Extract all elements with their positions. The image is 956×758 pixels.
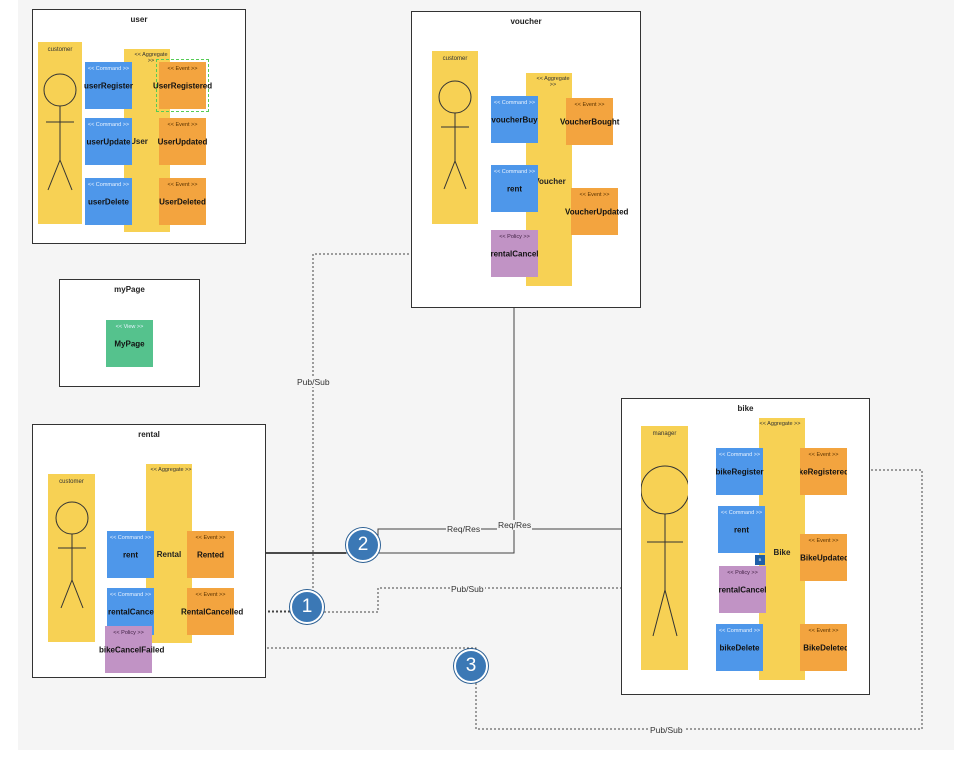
aggregate-bike[interactable]: << Aggregate >> Bike bbox=[759, 418, 805, 680]
context-title: voucher bbox=[510, 17, 542, 26]
edge-label-pubsub: Pub/Sub bbox=[649, 725, 684, 735]
edge-label-pubsub: Pub/Sub bbox=[296, 377, 331, 387]
command-voucher-rent[interactable]: << Command >> rent bbox=[491, 165, 538, 212]
person-icon bbox=[438, 80, 472, 190]
aggregate-name: Voucher bbox=[534, 177, 566, 186]
context-title: myPage bbox=[114, 285, 145, 294]
aggregate-name: Bike bbox=[773, 548, 791, 557]
actor-customer-rental[interactable]: customer bbox=[48, 474, 95, 642]
aggregate-stereotype: << Aggregate >> bbox=[759, 421, 801, 427]
actor-label: customer bbox=[59, 479, 84, 485]
command-bike-delete[interactable]: << Command >> bikeDelete bbox=[716, 624, 763, 671]
person-icon bbox=[641, 465, 688, 637]
command-bike-rent[interactable]: << Command >> rent bbox=[718, 506, 765, 553]
aggregate-name: User bbox=[130, 137, 148, 146]
context-title: bike bbox=[737, 404, 754, 413]
actor-label: manager bbox=[652, 431, 677, 437]
actor-label: customer bbox=[47, 47, 73, 53]
step-badge-2[interactable]: 2 bbox=[346, 528, 380, 562]
event-rental-cancelled[interactable]: << Event >> RentalCancelled bbox=[181, 588, 243, 635]
command-bike-register[interactable]: << Command >> bikeRegister bbox=[715, 448, 764, 495]
edge-label-pubsub: Pub/Sub bbox=[450, 584, 485, 594]
context-title: rental bbox=[138, 430, 160, 439]
event-bike-updated[interactable]: << Event >> BikeUpdated bbox=[800, 534, 847, 581]
event-user-deleted[interactable]: << Event >> UserDeleted bbox=[159, 178, 206, 225]
event-rental-rented[interactable]: << Event >> Rented bbox=[187, 531, 234, 578]
event-user-registered[interactable]: << Event >> UserRegistered bbox=[153, 59, 212, 112]
person-icon bbox=[55, 501, 89, 609]
actor-manager-bike[interactable]: manager bbox=[641, 426, 688, 670]
command-voucher-buy[interactable]: << Command >> voucherBuy bbox=[491, 96, 538, 143]
actor-label: customer bbox=[442, 56, 468, 62]
step-badge-1[interactable]: 1 bbox=[290, 590, 324, 624]
edge-pubsub-bike-rental-policy[interactable] bbox=[153, 469, 923, 730]
aggregate-stereotype: << Aggregate >> bbox=[150, 467, 192, 473]
event-voucher-bought[interactable]: << Event >> VoucherBought bbox=[560, 98, 619, 145]
event-bike-deleted[interactable]: << Event >> BikeDeleted bbox=[800, 624, 847, 671]
edge-pubsub-rental-voucher[interactable] bbox=[236, 251, 490, 612]
event-voucher-updated[interactable]: << Event >> VoucherUpdated bbox=[565, 188, 628, 235]
step-badge-3[interactable]: 3 bbox=[454, 649, 488, 683]
policy-bike-rental-cancel[interactable]: << Policy >> rentalCancel bbox=[718, 566, 767, 613]
bike-policy-tag: B bbox=[755, 555, 765, 565]
event-bike-registered[interactable]: << Event >> BikeRegistered bbox=[800, 448, 847, 495]
view-mypage[interactable]: << View >> MyPage bbox=[106, 320, 153, 367]
command-rental-rent[interactable]: << Command >> rent bbox=[107, 531, 154, 578]
command-user-register[interactable]: << Command >> userRegister bbox=[84, 62, 133, 109]
person-icon bbox=[43, 73, 77, 191]
actor-customer-voucher[interactable]: customer bbox=[432, 51, 478, 224]
context-title: user bbox=[130, 15, 148, 24]
policy-rental-bike-cancel-failed[interactable]: << Policy >> bikeCancelFailed bbox=[99, 626, 164, 673]
policy-voucher-rental-cancel[interactable]: << Policy >> rentalCancel bbox=[490, 230, 539, 277]
edge-label-reqres: Req/Res bbox=[446, 524, 482, 534]
aggregate-stereotype: << Aggregate >> bbox=[134, 52, 168, 64]
event-user-updated[interactable]: << Event >> UserUpdated bbox=[158, 118, 207, 165]
actor-customer-user[interactable]: customer bbox=[38, 42, 82, 224]
edge-label-reqres: Req/Res bbox=[497, 520, 533, 530]
aggregate-name: Rental bbox=[156, 550, 182, 559]
aggregate-stereotype: << Aggregate >> bbox=[536, 76, 570, 88]
command-user-update[interactable]: << Command >> userUpdate bbox=[85, 118, 132, 165]
command-user-delete[interactable]: << Command >> userDelete bbox=[85, 178, 132, 225]
